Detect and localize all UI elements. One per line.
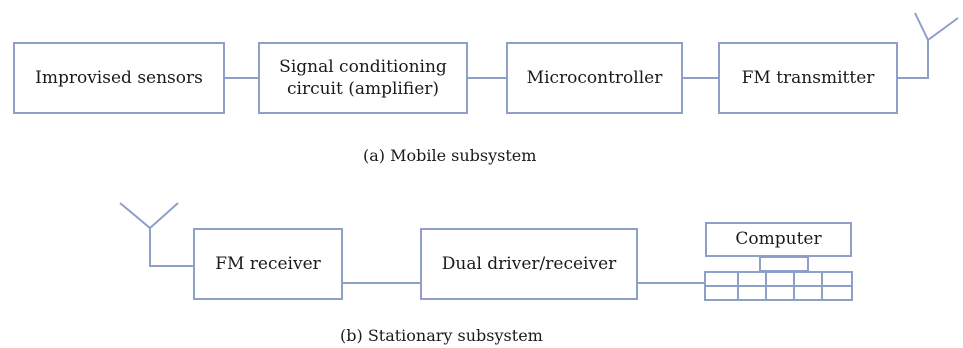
fm-transmitter-block: FM transmitter [718,42,898,114]
stationary-caption: (b) Stationary subsystem [340,326,543,345]
computer-label: Computer [735,229,822,250]
signal-conditioning-label: Signal conditioning circuit (amplifier) [279,56,447,99]
monitor-stand [759,256,809,272]
fm-receiver-label: FM receiver [215,253,321,274]
microcontroller-block: Microcontroller [506,42,683,114]
microcontroller-label: Microcontroller [526,67,663,88]
improvised-sensors-label: Improvised sensors [35,67,203,88]
receive-antenna [149,228,193,267]
transmit-antenna [898,40,929,79]
mobile-caption: (a) Mobile subsystem [363,146,537,165]
signal-conditioning-block: Signal conditioning circuit (amplifier) [258,42,468,114]
fm-receiver-block: FM receiver [193,228,343,300]
transmit-antenna-top [914,12,959,42]
dual-driver-receiver-label: Dual driver/receiver [441,253,617,274]
fm-transmitter-label: FM transmitter [741,67,875,88]
improvised-sensors-block: Improvised sensors [13,42,225,114]
dual-driver-receiver-block: Dual driver/receiver [420,228,638,300]
computer-monitor: Computer [705,222,852,257]
receive-antenna-top [119,202,179,230]
